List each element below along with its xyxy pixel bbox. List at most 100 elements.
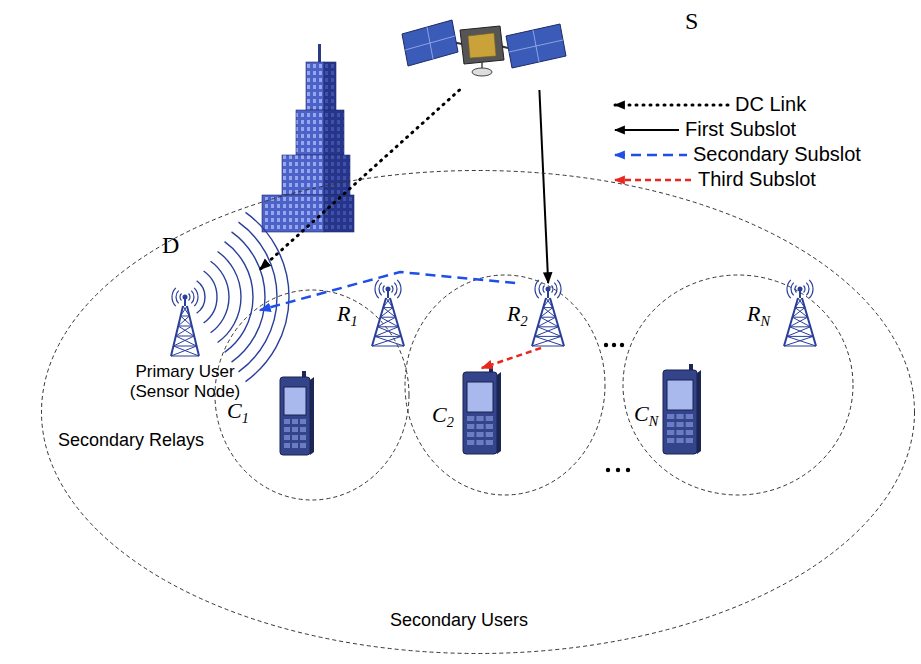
tower-antenna [546, 287, 551, 292]
phone-key [467, 424, 474, 429]
phone-screen [467, 382, 493, 412]
phone-key [300, 435, 306, 440]
building-face [262, 195, 324, 232]
tower-brace [171, 306, 199, 356]
label-subscript: 1 [242, 410, 249, 426]
node-label: C1 [227, 398, 249, 428]
tower-icon [532, 280, 564, 346]
signal-wave [809, 280, 813, 298]
group-label: Secondary Relays [58, 430, 204, 452]
phone-key [284, 419, 290, 424]
legend-row: Secondary Subslot [612, 142, 861, 167]
legend-line [615, 153, 687, 156]
broadcast-wave [197, 281, 205, 314]
building-face [282, 155, 324, 195]
relay-node: R2 [505, 283, 577, 348]
phone-side [310, 377, 314, 455]
label-subscript: 2 [447, 414, 454, 430]
group-outline [405, 275, 605, 495]
label-subscript: 2 [520, 313, 527, 329]
ellipsis-dot [616, 468, 620, 472]
tower-icon [171, 212, 289, 381]
phone-key [467, 432, 474, 437]
label-subscript: N [649, 413, 659, 429]
legend-text: Secondary Subslot [693, 143, 861, 166]
phone-key [667, 414, 674, 419]
phone-key [676, 414, 683, 419]
signal-wave [557, 280, 561, 298]
signal-wave [791, 283, 794, 296]
phone-key [467, 440, 474, 445]
node-label: CN [634, 401, 658, 431]
signal-wave [795, 285, 796, 292]
node-label: S [685, 7, 698, 36]
building-side [324, 195, 354, 232]
label-main: R [337, 301, 350, 326]
legend-text: Third Subslot [698, 168, 816, 191]
signal-wave [535, 280, 539, 298]
broadcast-wave [218, 251, 241, 342]
signal-wave [806, 283, 809, 296]
signal-wave [180, 293, 181, 300]
tower-antenna [798, 287, 803, 292]
label-subscript: 1 [350, 313, 357, 329]
phone-body [663, 370, 697, 454]
legend-text: First Subslot [685, 118, 796, 141]
legend-row: DC Link [612, 92, 861, 117]
legend-sample [612, 172, 694, 188]
building-side [324, 110, 344, 155]
ellipsis-dot [604, 343, 608, 347]
phone-key [300, 419, 306, 424]
tower-brace [784, 298, 816, 346]
broadcast-wave [245, 212, 289, 381]
satellite-dish [472, 68, 492, 76]
signal-wave [176, 291, 179, 304]
tower-leg [532, 298, 564, 346]
phone-key [486, 416, 493, 421]
tower-icon [372, 280, 404, 346]
phone-body [280, 377, 310, 455]
phone-key [292, 427, 298, 432]
phone-key [300, 443, 306, 448]
first-subslot-arrow [539, 90, 548, 283]
dc-link-arrow [260, 90, 460, 269]
tower-antenna [386, 287, 391, 292]
phone-key [476, 440, 483, 445]
tower-icon [784, 280, 816, 346]
signal-wave [189, 293, 190, 300]
signal-wave [379, 283, 382, 296]
phone-key [486, 440, 493, 445]
legend-line [615, 178, 692, 181]
legend-row: Third Subslot [612, 167, 861, 192]
phone-key [686, 422, 693, 427]
phone-key [300, 427, 306, 432]
phone-key [476, 432, 483, 437]
signal-wave [787, 280, 791, 298]
phone-key [667, 438, 674, 443]
phone-key [676, 430, 683, 435]
building-spire [318, 44, 321, 62]
node-label: C2 [432, 402, 454, 432]
phone-key [292, 419, 298, 424]
node-label: R2 [507, 301, 528, 331]
broadcast-wave [225, 242, 253, 353]
phone-key [486, 432, 493, 437]
label-main: C [432, 402, 447, 427]
legend-row: First Subslot [612, 117, 861, 142]
phone-key [686, 414, 693, 419]
label-main: C [227, 398, 242, 423]
satellite-foil [468, 33, 496, 58]
satellite-node: S [400, 5, 570, 90]
group-outline [623, 275, 853, 495]
phone-screen [667, 380, 693, 410]
third-subslot-arrow [482, 348, 541, 368]
group-outline [215, 290, 409, 500]
broadcast-wave [204, 271, 217, 323]
signal-wave [397, 280, 401, 298]
tower-brace [532, 298, 564, 346]
legend-text: DC Link [735, 93, 806, 116]
primary-user-node: DPrimary User (Sensor Node) [110, 225, 260, 410]
label-main: R [747, 301, 760, 326]
signal-wave [552, 285, 553, 292]
